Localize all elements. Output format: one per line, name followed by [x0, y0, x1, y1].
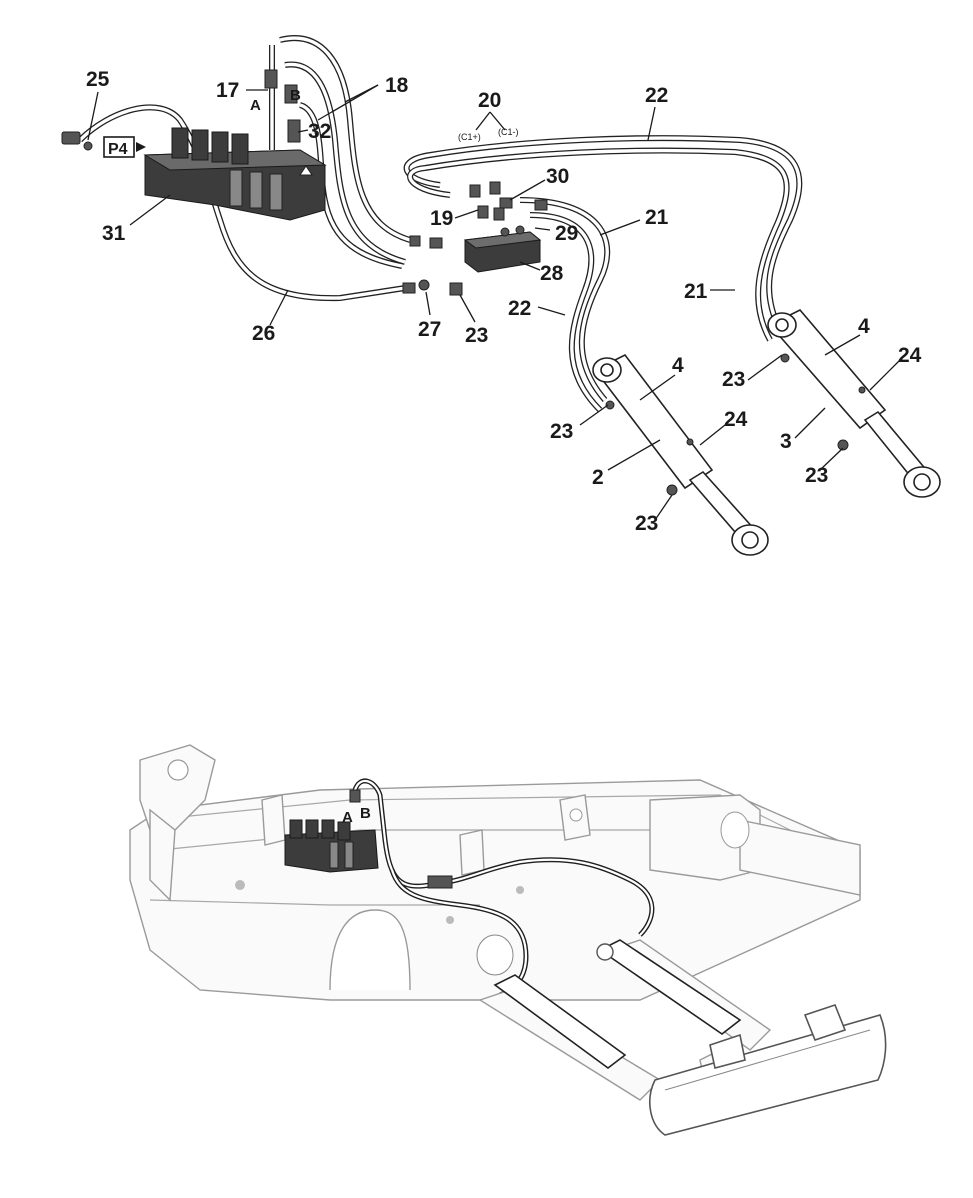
- c1-minus-label: (C1-): [498, 127, 519, 137]
- fitting-32: [287, 119, 301, 143]
- dozer-blade: [649, 1004, 887, 1136]
- callout-19: 19: [430, 207, 453, 230]
- fitting-27-23: [402, 279, 463, 296]
- valve-block-31: [143, 127, 327, 221]
- callout-30: 30: [546, 165, 569, 188]
- callout-31: 31: [102, 222, 126, 245]
- callout-24-left: 24: [724, 408, 748, 431]
- callout-28: 28: [540, 262, 564, 285]
- callout-4-left: 4: [672, 354, 684, 377]
- callout-3: 3: [780, 430, 792, 453]
- callout-18: 18: [385, 74, 409, 97]
- c1-plus-label: (C1+): [458, 132, 481, 142]
- machine-hoses: [349, 778, 655, 998]
- callout-25: 25: [86, 68, 110, 91]
- callout-20: 20: [478, 89, 501, 112]
- callout-27: 27: [418, 318, 441, 341]
- callout-21-right: 21: [684, 280, 708, 303]
- callout-23-d: 23: [805, 464, 828, 487]
- callout-22-low: 22: [508, 297, 531, 320]
- fittings-19-20: [409, 181, 548, 249]
- machine-port-b-label: B: [360, 805, 371, 822]
- p4-label: P4: [108, 141, 128, 158]
- callout-4-right: 4: [858, 315, 870, 338]
- exploded-view: P4 A B (C1+) (C1-) 25 17 18 20 22 32 30 …: [61, 35, 941, 556]
- machine-port-a-label: A: [342, 809, 353, 826]
- cylinder-right: [767, 309, 941, 498]
- callout-23-c: 23: [550, 420, 573, 443]
- machine-valve: [284, 819, 379, 873]
- hose-22: [403, 135, 803, 342]
- callout-2: 2: [592, 466, 604, 489]
- machine-view: A B: [129, 744, 887, 1136]
- callout-17: 17: [216, 79, 239, 102]
- p4-marker: P4: [103, 136, 146, 158]
- callout-29: 29: [555, 222, 578, 245]
- fitting-25: [61, 131, 93, 151]
- callout-32: 32: [308, 120, 331, 143]
- callout-26: 26: [252, 322, 275, 345]
- cylinder-left: [592, 353, 769, 556]
- callout-21-mid: 21: [645, 206, 669, 229]
- callout-23-a: 23: [465, 324, 488, 347]
- callout-24-right: 24: [898, 344, 922, 367]
- callout-23-e: 23: [635, 512, 658, 535]
- leader-lines: [87, 84, 901, 521]
- fitting-17: [264, 69, 298, 104]
- hose-21: [519, 197, 611, 413]
- port-a-label: A: [250, 97, 261, 114]
- callout-22-top: 22: [645, 84, 668, 107]
- port-b-label: B: [290, 87, 301, 104]
- callout-23-b: 23: [722, 368, 745, 391]
